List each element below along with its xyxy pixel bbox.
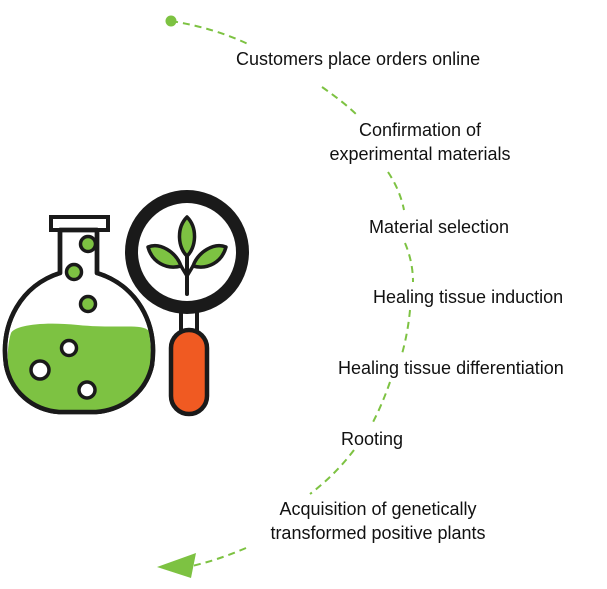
step-label-line-1: Acquisition of genetically <box>279 499 477 519</box>
step-acquisition: Acquisition of genetically transformed p… <box>243 497 513 545</box>
flask-icon <box>2 215 156 415</box>
step-healing-differentiation: Healing tissue differentiation <box>338 356 564 380</box>
step-healing-induction: Healing tissue induction <box>373 285 563 309</box>
step-label: Customers place orders online <box>236 49 481 69</box>
start-dot-icon <box>165 15 177 27</box>
flow-segment-6 <box>371 381 391 425</box>
flow-segment-8 <box>191 547 247 567</box>
step-label-line-2: transformed positive plants <box>270 523 486 543</box>
step-label-line-1: Confirmation of <box>358 120 482 140</box>
flow-segment-7 <box>309 449 355 495</box>
step-label: Rooting <box>341 429 404 449</box>
step-rooting: Rooting <box>341 427 403 451</box>
flow-segment-3 <box>387 171 405 211</box>
flow-segment-5 <box>401 309 411 355</box>
step-label: Healing tissue differentiation <box>338 358 564 378</box>
step-customers-order: Customers place orders online <box>236 47 480 71</box>
arrow-head-icon <box>157 553 196 578</box>
magnifier-plant-icon <box>125 190 249 417</box>
flow-segment-4 <box>404 242 414 283</box>
step-label-line-2: experimental materials <box>329 144 511 164</box>
step-material-selection: Material selection <box>369 215 509 239</box>
flow-segment-2 <box>321 86 359 117</box>
flow-path <box>170 20 414 567</box>
step-label: Material selection <box>369 217 510 237</box>
step-label: Healing tissue induction <box>373 287 564 307</box>
flow-segment-1 <box>170 20 251 46</box>
step-confirmation: Confirmation of experimental materials <box>305 118 535 166</box>
